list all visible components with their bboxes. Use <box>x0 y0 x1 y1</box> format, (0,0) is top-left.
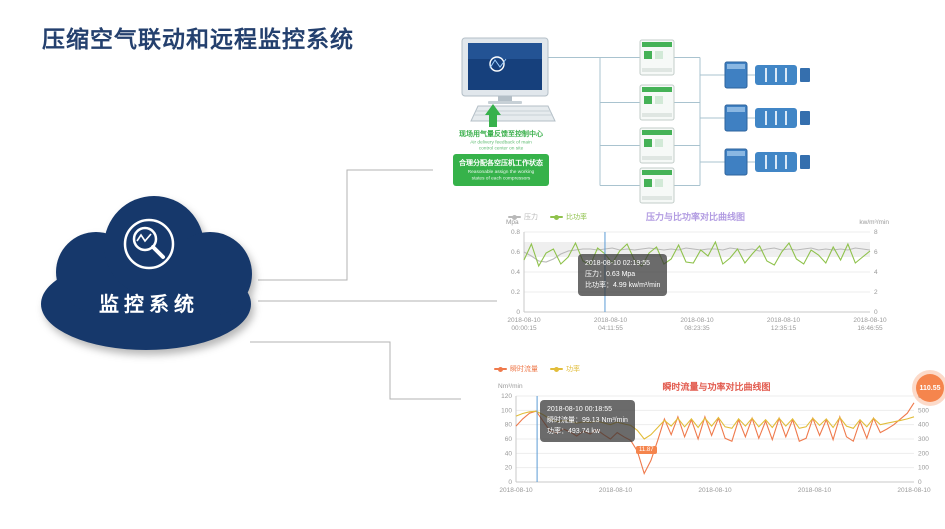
legend-label: 功率 <box>566 366 580 373</box>
right-tick-label: 400 <box>918 422 929 429</box>
pipe-lines <box>548 57 755 186</box>
connector-top <box>258 169 433 281</box>
cloud-shape <box>41 196 252 350</box>
pipeline-machine-icon <box>755 65 810 85</box>
tooltip-power: 功率：493.74 kw <box>547 428 600 436</box>
min-value-marker: 11.87 <box>636 446 657 454</box>
legend-label: 瞬时流量 <box>510 366 538 373</box>
chart-tooltip: 2018-08-10 00:18:55 瞬时流量：99.13 Nm³/min 功… <box>540 400 635 442</box>
feedback-text-en1: Air delivery feedback of main <box>470 140 532 146</box>
search-chart-icon <box>123 218 175 270</box>
left-tick-label: 0.4 <box>511 269 520 276</box>
assign-text-en1: Reasonable assign the working <box>468 169 535 175</box>
right-tick-label: 4 <box>874 269 878 276</box>
legend-item-power[interactable]: 功率 <box>550 364 580 374</box>
left-tick-label: 20 <box>505 465 513 472</box>
legend-swatch <box>494 366 507 372</box>
monitoring-cloud: 监控系统 <box>34 192 264 354</box>
left-axis-unit: Mpa <box>506 219 519 226</box>
feedback-text-en2: control center on site <box>479 146 524 152</box>
right-tick-label: 200 <box>918 450 929 457</box>
flow-power-chart[interactable]: 02040608010012001002003004005006002018-0… <box>488 358 945 529</box>
right-axis-unit: kw/m³/min <box>859 219 889 226</box>
legend-item-specific-power[interactable]: 比功率 <box>550 212 587 222</box>
chart-legend: 瞬时流量 功率 <box>494 364 580 374</box>
dryer-icon <box>724 61 748 89</box>
left-tick-label: 0 <box>508 479 512 486</box>
tooltip-specific-power: 比功率：4.99 kw/m³/min <box>585 282 661 290</box>
keyboard-icon <box>470 105 556 122</box>
chart-title: 瞬时流量与功率对比曲线图 <box>662 382 771 392</box>
connector-bottom <box>250 341 461 400</box>
feedback-text-cn: 现场用气量反馈至控制中心 <box>459 129 543 138</box>
left-tick-label: 120 <box>501 393 512 400</box>
assign-text-en2: states of each compressors <box>472 176 531 182</box>
right-tick-label: 6 <box>874 249 878 256</box>
left-tick-label: 0.8 <box>511 229 520 236</box>
feedback-arrow-icon <box>485 104 501 127</box>
legend-swatch <box>508 214 521 220</box>
left-tick-label: 0.6 <box>511 249 520 256</box>
legend-swatch <box>550 214 563 220</box>
right-tick-label: 100 <box>918 465 929 472</box>
right-tick-label: 500 <box>918 407 929 414</box>
computer-icon <box>461 37 549 104</box>
tooltip-time: 2018-08-10 00:18:55 <box>547 406 612 413</box>
legend-swatch <box>550 366 563 372</box>
right-tick-label: 8 <box>874 229 878 236</box>
page-title: 压缩空气联动和远程监控系统 <box>42 26 354 52</box>
max-value-badge: 110.55 <box>916 374 944 402</box>
tooltip-pressure: 压力：0.63 Mpa <box>585 271 636 279</box>
x-tick-label: 2018-08-10 <box>599 487 633 494</box>
chart-legend: 压力 比功率 <box>508 212 587 222</box>
chart-tooltip: 2018-08-10 02:19:55 压力：0.63 Mpa 比功率：4.99… <box>578 254 668 296</box>
right-tick-label: 0 <box>918 479 922 486</box>
compressor-icon <box>639 84 675 121</box>
assign-text-cn: 合理分配各空压机工作状态 <box>458 158 543 167</box>
chart-title: 压力与比功率对比曲线图 <box>645 212 745 222</box>
left-tick-label: 0 <box>516 309 520 316</box>
right-tick-label: 300 <box>918 436 929 443</box>
compressor-icon <box>639 167 675 204</box>
dryer-icon <box>724 104 748 132</box>
left-tick-label: 100 <box>501 407 512 414</box>
tooltip-time: 2018-08-10 02:19:55 <box>585 260 650 267</box>
cloud-label: 监控系统 <box>99 294 199 316</box>
left-tick-label: 0.2 <box>511 289 520 296</box>
tooltip-flow: 瞬时流量：99.13 Nm³/min <box>547 417 628 425</box>
dryer-icon <box>724 148 748 176</box>
system-topology-diagram: 现场用气量反馈至控制中心 Air delivery feedback of ma… <box>453 37 810 204</box>
assign-box: 合理分配各空压机工作状态 Reasonable assign the worki… <box>453 154 549 186</box>
x-tick-label: 2018-08-10 <box>798 487 832 494</box>
legend-label: 比功率 <box>566 214 587 221</box>
x-tick-label: 2018-08-10 <box>499 487 533 494</box>
pipeline-machine-icon <box>755 152 810 172</box>
left-axis-unit: Nm³/min <box>498 383 523 390</box>
series-line-0 <box>523 247 871 263</box>
left-tick-label: 60 <box>505 436 513 443</box>
x-tick-label: 2018-08-10 <box>698 487 732 494</box>
right-tick-label: 0 <box>874 309 878 316</box>
left-tick-label: 40 <box>505 450 513 457</box>
legend-item-pressure[interactable]: 压力 <box>508 212 538 222</box>
compressor-icon <box>639 39 675 76</box>
compressor-icon <box>639 127 675 164</box>
left-tick-label: 80 <box>505 422 513 429</box>
legend-item-flow[interactable]: 瞬时流量 <box>494 364 538 374</box>
pipeline-machine-icon <box>755 108 810 128</box>
x-tick-label: 2018-08-10 <box>897 487 931 494</box>
legend-label: 压力 <box>524 214 538 221</box>
right-tick-label: 2 <box>874 289 878 296</box>
